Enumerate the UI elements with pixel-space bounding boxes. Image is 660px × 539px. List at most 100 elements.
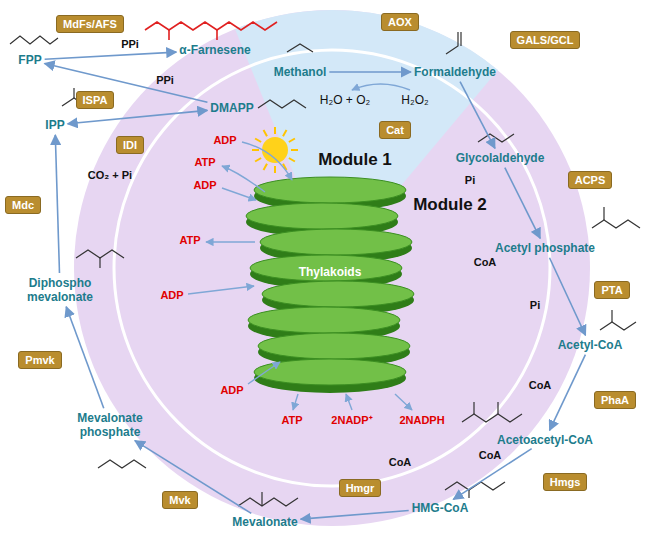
node-text: MdFs/AFS	[63, 17, 117, 31]
enzyme-box: GALS/GCL	[510, 31, 581, 49]
energy-label: 2NADPH	[399, 413, 444, 427]
metabolite-node: HMG-CoA	[412, 501, 469, 515]
thylakoid-disc	[260, 229, 412, 255]
diphospho-mevalonate-structure	[99, 258, 100, 268]
ipp-structure	[73, 88, 74, 98]
thylakoid-disc	[258, 333, 410, 359]
enzyme-box: Cat	[379, 121, 411, 139]
pathway-arrow	[66, 307, 104, 408]
molecule-structures	[10, 32, 640, 506]
adp-arrow	[222, 188, 256, 200]
energy-label: ATP	[194, 155, 215, 169]
acetyl-coa-structure	[600, 322, 636, 330]
pathway-arrow	[550, 355, 586, 431]
metabolite-node: IPP	[45, 118, 64, 132]
module-1-sector	[235, 10, 498, 268]
hmg-coa-structure	[468, 490, 469, 498]
node-text: IDI	[123, 138, 137, 152]
sun-ray	[264, 130, 268, 136]
metabolite-node: Formaldehyde	[414, 65, 496, 79]
metabolite-node: Mevalonate	[232, 515, 297, 529]
enzyme-box: IDI	[116, 136, 144, 154]
pathway-arrow	[45, 63, 208, 102]
node-text: ACPS	[575, 173, 606, 187]
mevalonate-structure	[261, 492, 262, 506]
pathway-arrow	[460, 82, 495, 149]
node-text: PTA	[601, 283, 622, 297]
acetoacetyl-coa-structure	[473, 402, 474, 414]
acetyl-phosphate-structure	[592, 220, 640, 228]
module-label: Module 2	[413, 195, 487, 215]
energy-label: ADP	[220, 383, 243, 397]
catalase-arrow	[352, 84, 410, 90]
energy-label: 2NADP⁺	[331, 413, 372, 427]
node-text: DMAPP	[210, 101, 253, 115]
module-2-disc	[74, 10, 590, 526]
metabolite-node: Acetyl phosphate	[495, 241, 595, 255]
sun-ray	[252, 149, 259, 151]
node-text: Methanol	[274, 65, 327, 79]
formaldehyde-structure	[460, 32, 461, 46]
node-text: Acetyl-CoA	[558, 338, 623, 352]
adp-arrow	[188, 286, 254, 294]
cofactor-label: CO₂ + Pi	[88, 168, 132, 182]
glycolaldehyde-structure	[478, 134, 514, 142]
dmapp-structure	[258, 100, 306, 108]
thylakoid-disc	[248, 307, 400, 333]
cofactor-label: PPi	[121, 37, 139, 51]
energy-label: ADP	[213, 133, 236, 147]
module-label: Module 1	[318, 150, 392, 170]
thylakoid-disc	[250, 255, 402, 281]
node-text: Pmvk	[25, 353, 54, 367]
nadph-arrow	[395, 394, 412, 410]
pathway-arrow	[45, 52, 177, 59]
sun-icon	[252, 127, 298, 173]
diphospho-mevalonate-structure	[76, 250, 124, 258]
node-text: Hmgs	[550, 475, 581, 489]
farnesene-structure	[168, 30, 170, 40]
node-text: Mvk	[169, 493, 190, 507]
sun-ray	[283, 130, 287, 136]
metabolite-node: Methanol	[274, 65, 327, 79]
sun-ray	[255, 158, 261, 162]
sun-ray	[289, 139, 295, 143]
enzyme-box: Mvk	[162, 491, 197, 509]
node-text: PhaA	[601, 393, 629, 407]
pathway-ring	[114, 50, 550, 486]
node-text: Mevalonate	[232, 515, 297, 529]
energy-arrows	[188, 84, 412, 410]
node-text: Acetyl phosphate	[495, 241, 595, 255]
metabolite-node: Diphospho mevalonate	[19, 276, 101, 304]
pathway-arrow	[68, 110, 208, 123]
acetoacetyl-coa-structure	[462, 414, 522, 422]
node-text: GALS/GCL	[517, 33, 574, 47]
node-text: Hmgr	[346, 481, 375, 495]
mevalonate-phosphate-structure	[98, 460, 146, 468]
fpp-structure	[10, 36, 58, 44]
atp-arrow	[293, 394, 298, 410]
pathway-arrow	[329, 71, 411, 73]
energy-label: ATP	[179, 233, 200, 247]
organelle-label: Thylakoids	[299, 265, 362, 279]
pathway-arrow	[55, 135, 59, 273]
node-text: α-Farnesene	[179, 43, 250, 57]
sun-ray	[274, 127, 276, 134]
farnesene-structure	[216, 30, 218, 40]
pathway-arrow	[550, 258, 586, 336]
enzyme-box: MdFs/AFS	[56, 15, 124, 33]
chemical-label: H₂O + O₂	[320, 93, 370, 107]
sun-ray	[289, 158, 295, 162]
node-text: Mevalonate phosphate	[69, 411, 151, 439]
node-text: AOX	[388, 15, 412, 29]
metabolite-node: Glycolaldehyde	[456, 151, 545, 165]
pathway-arrow	[505, 168, 540, 239]
cofactor-label: Pi	[530, 298, 540, 312]
enzyme-box: Hmgr	[339, 479, 382, 497]
node-text: IPP	[45, 118, 64, 132]
node-text: FPP	[18, 53, 41, 67]
pathway-arrow	[453, 449, 531, 500]
enzyme-box: Hmgs	[543, 473, 588, 491]
node-text: Diphospho mevalonate	[19, 276, 101, 304]
energy-label: ATP	[281, 413, 302, 427]
